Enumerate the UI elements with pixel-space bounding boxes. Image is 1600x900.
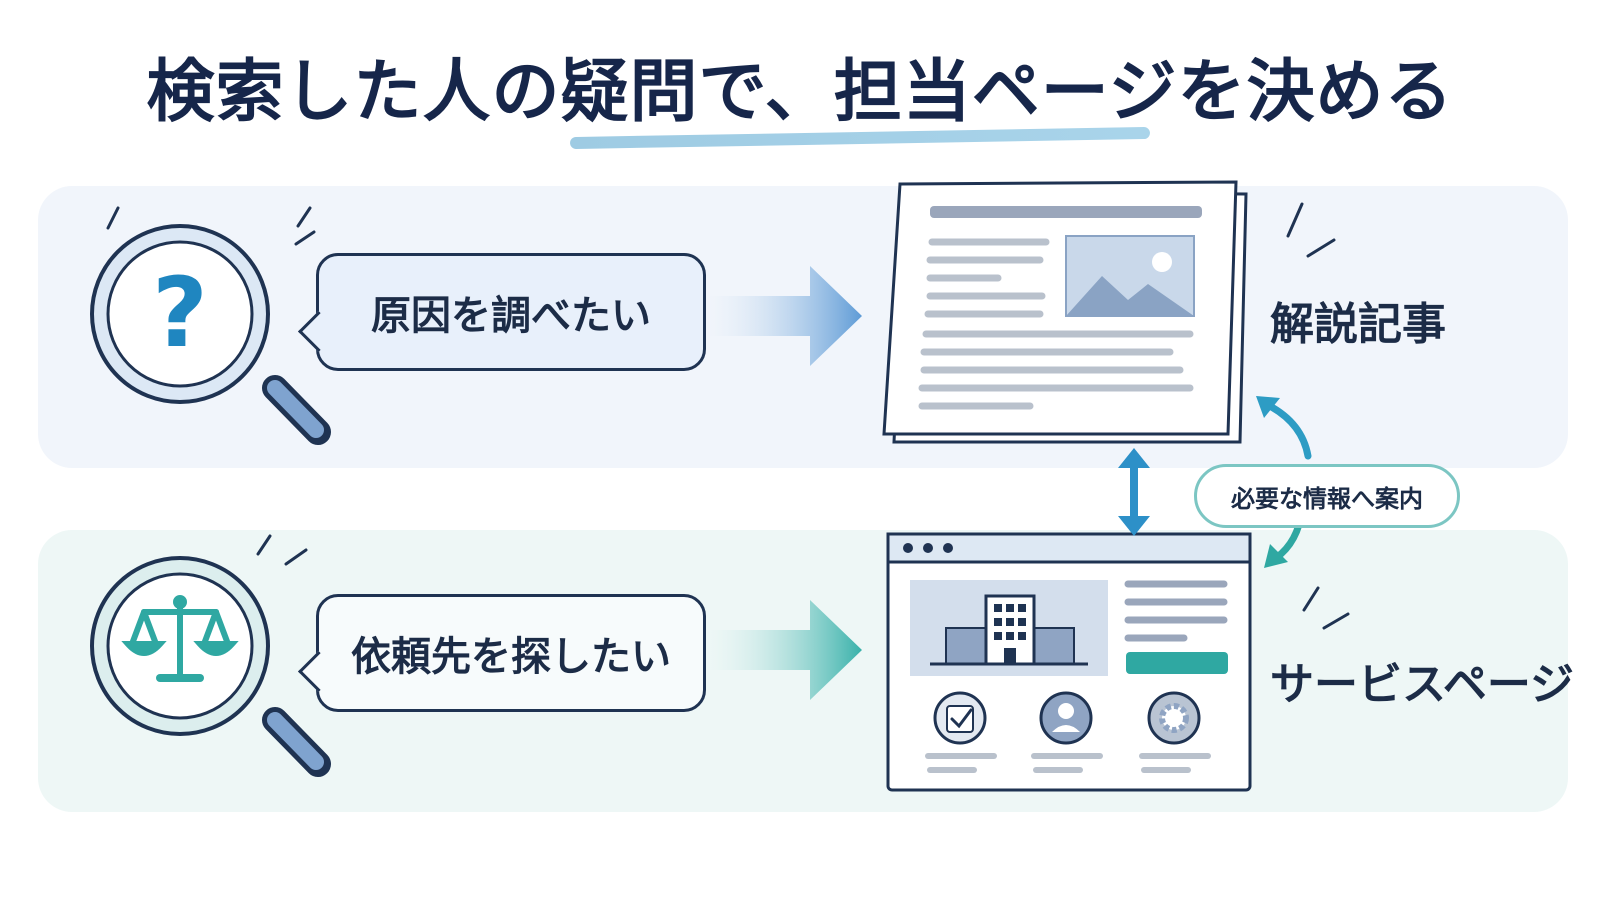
gear-icon [1147, 691, 1201, 745]
service-row-panel [38, 530, 1568, 812]
person-icon [1039, 691, 1093, 745]
question-mark-icon: ? [152, 257, 208, 369]
guide-to-info-badge: 必要な情報へ案内 [1194, 464, 1460, 528]
magnifier-scales-icon [90, 534, 331, 777]
article-label: 解説記事 [1270, 299, 1446, 350]
double-arrow-vertical-icon [1118, 448, 1150, 536]
article-document-icon [882, 180, 1248, 444]
emphasis-lines [1302, 586, 1350, 630]
magnifier-question-icon: ? [90, 206, 331, 445]
page-title: 検索した人の疑問で、担当ページを決める [146, 53, 1454, 132]
arrow-right-icon [710, 600, 862, 700]
service-page-label: サービスページ [1270, 659, 1575, 710]
emphasis-lines [1286, 202, 1336, 258]
cta-button-icon [1126, 652, 1228, 674]
arrow-right-icon [710, 266, 862, 366]
question-bubble-provider: 依頼先を探したい [316, 594, 706, 712]
checkbox-icon [933, 691, 987, 745]
service-webpage-icon [886, 532, 1252, 792]
scales-of-justice-icon [121, 595, 239, 682]
question-bubble-cause: 原因を調べたい [316, 253, 706, 371]
